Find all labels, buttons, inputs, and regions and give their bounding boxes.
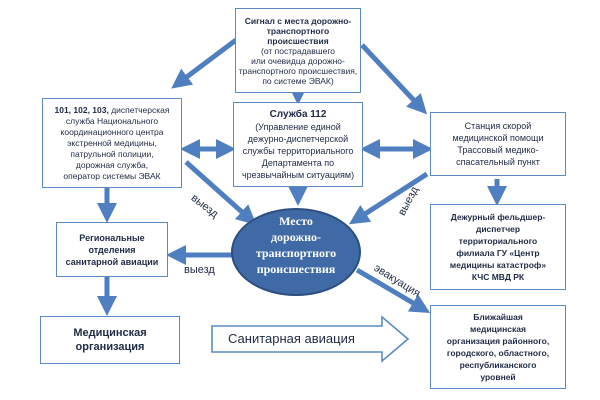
- scene-line-4: происшествия: [256, 262, 336, 276]
- scene-label: Место дорожно- транспортного происшестви…: [232, 213, 360, 277]
- label-sanitary-aviation: Санитарная авиация: [228, 331, 355, 346]
- scene-line-3: транспортного: [255, 246, 337, 260]
- signal-sub-line-3: транспортного происшествия,: [238, 65, 358, 76]
- nearest-line-5: республиканского: [459, 360, 537, 370]
- services-line-1: 101, 102, 103, диспетчерская: [55, 105, 170, 116]
- medical-box: Медицинская организация: [40, 316, 180, 364]
- service112-line-3: службы территориального: [242, 145, 354, 156]
- arrow-signal-to-ambulance: [360, 43, 428, 115]
- regional-line-3: санитарной авиации: [65, 256, 159, 267]
- ambulance-line-2: медицинской помощи: [452, 133, 544, 143]
- signal-sub-line-1: (от пострадавшего: [261, 45, 335, 56]
- dispatcher-box: Дежурный фельдшер- диспетчер территориал…: [430, 204, 566, 290]
- dispatcher-line-6: КЧС МВД РК: [471, 272, 525, 282]
- medical-line-1: Медицинская: [73, 327, 147, 339]
- nearest-line-4: городского, областного,: [446, 348, 550, 358]
- scene-line-2: дорожно-: [270, 230, 322, 244]
- services-box: 101, 102, 103, диспетчерская служба Наци…: [42, 98, 182, 188]
- services-line-4: экстренной медицины,: [67, 137, 157, 148]
- scene-line-1: Место: [279, 214, 313, 228]
- ambulance-box: Станция скорой медицинской помощи Трассо…: [430, 112, 566, 176]
- nearest-line-2: медицинская: [470, 324, 526, 334]
- signal-box: Сигнал с места дорожно- транспортного пр…: [235, 8, 361, 93]
- dispatcher-line-5: медицины катастроф»: [449, 260, 547, 270]
- service112-line-2: дежурно-диспетчерской: [247, 133, 349, 144]
- regional-box: Региональные отделения санитарной авиаци…: [56, 222, 168, 277]
- scene-ellipse: [231, 208, 361, 296]
- service112-line-5: чрезвычайным ситуациям): [241, 169, 355, 180]
- sanitary-aviation-arrow: [211, 315, 410, 363]
- signal-title-line-3: происшествия: [267, 35, 329, 46]
- service112-title: Служба 112: [269, 108, 327, 120]
- regional-line-1: Региональные: [79, 232, 145, 243]
- signal-title-line-1: Сигнал с места дорожно-: [244, 15, 352, 26]
- services-line-1-rest: диспетчерская: [108, 104, 170, 115]
- services-numbers: 101, 102, 103,: [54, 104, 109, 115]
- services-line-5: патрульной полиции,: [70, 148, 154, 159]
- services-line-2: служба Национального: [65, 115, 159, 126]
- signal-sub-line-4: по системе ЭВАК): [262, 75, 334, 86]
- signal-title-line-2: транспортного: [266, 25, 330, 36]
- dispatcher-line-1: Дежурный фельдшер-: [450, 212, 546, 222]
- service112-line-1: (Управление единой: [255, 121, 341, 132]
- service112-box: Служба 112 (Управление единой дежурно-ди…: [233, 102, 363, 187]
- nearest-line-1: Ближайшая: [473, 312, 523, 322]
- services-line-7: оператор системы ЭВАК: [63, 170, 161, 181]
- nearest-line-3: организация районного,: [446, 336, 550, 346]
- nearest-line-6: уровней: [480, 372, 516, 382]
- service112-line-4: Департамента по: [261, 157, 335, 168]
- ambulance-line-3: Трассовый медико-: [457, 145, 539, 155]
- label-exit-middle: выезд: [184, 264, 215, 276]
- nearest-box: Ближайшая медицинская организация районн…: [430, 305, 566, 389]
- ambulance-line-1: Станция скорой: [464, 121, 532, 131]
- ambulance-line-4: спасательный пункт: [456, 157, 540, 167]
- arrow-ambulance-to-scene: [348, 171, 429, 225]
- arrow-signal-to-services: [171, 38, 238, 89]
- dispatcher-line-2: диспетчер: [475, 224, 521, 234]
- services-line-3: координационного центра: [60, 126, 164, 137]
- regional-line-2: отделения: [88, 244, 136, 255]
- arrow-scene-to-nearest: [355, 267, 431, 314]
- arrow-services-to-scene: [184, 160, 257, 225]
- medical-line-2: организация: [75, 341, 145, 353]
- dispatcher-line-3: территориального: [458, 236, 538, 246]
- dispatcher-line-4: филиала ГУ «Центр: [456, 248, 540, 258]
- signal-sub-line-2: или очевидца дорожно-: [251, 55, 345, 66]
- services-line-6: дорожная служба,: [75, 159, 149, 170]
